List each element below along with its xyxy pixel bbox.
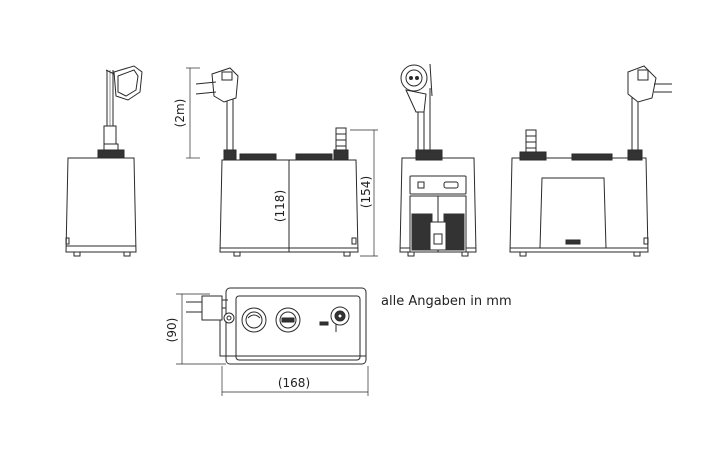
dim-cable-length: (2m) [173,99,187,128]
side-view-left [65,65,143,257]
units-note: alle Angaben in mm [381,294,512,309]
dim-body-height: (118) [273,190,287,222]
side-view-right [509,65,672,257]
dim-total-height: (154) [359,176,373,208]
end-view [399,63,477,257]
dim-depth: (90) [165,318,179,343]
top-view [176,287,369,396]
dim-width: (168) [278,376,310,390]
front-view [186,67,378,257]
